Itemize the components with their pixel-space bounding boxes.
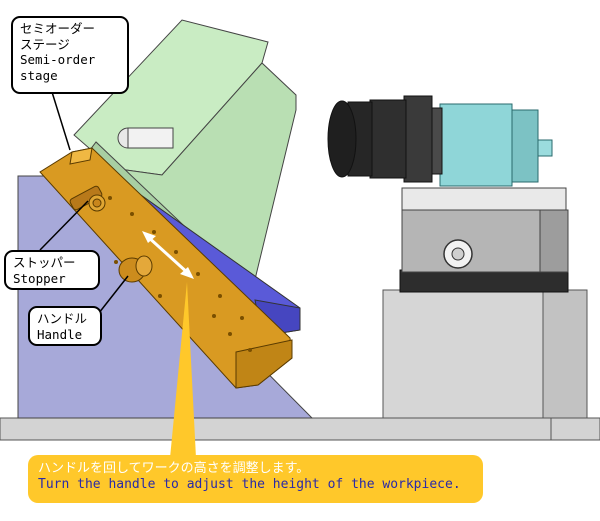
camera-assembly xyxy=(327,95,588,419)
caption-box: ハンドルを回してワークの高さを調整します。 Turn the handle to… xyxy=(28,455,483,503)
handle-label-ja: ハンドル xyxy=(37,311,88,326)
adjust-arrow xyxy=(142,231,194,279)
stage-leader-line xyxy=(51,91,71,151)
caption-pointer xyxy=(170,282,196,458)
floor-rail xyxy=(0,417,600,441)
stopper-label-en: Stopper xyxy=(13,270,66,286)
stage-label-en-1: Semi-order xyxy=(20,52,96,67)
stopper-label-ja: ストッパー xyxy=(13,255,76,270)
stage-label-ja-2: ステージ xyxy=(20,36,70,52)
stopper-callout: ストッパー Stopper xyxy=(4,250,100,290)
stopper-leader-line xyxy=(39,200,89,251)
handle-label-en: Handle xyxy=(37,326,83,342)
stage-callout: セミオーダー ステージ Semi-order stage xyxy=(11,16,129,94)
stopper-lever xyxy=(69,185,106,212)
handle-knob xyxy=(118,255,153,283)
caption-ja: ハンドルを回してワークの高さを調整します。 xyxy=(38,461,310,476)
stage-label-ja-1: セミオーダー xyxy=(20,21,96,36)
caption-en: Turn the handle to adjust the height of … xyxy=(38,477,461,492)
stage-label-en-2: stage xyxy=(20,67,58,83)
handle-callout: ハンドル Handle xyxy=(28,306,102,346)
